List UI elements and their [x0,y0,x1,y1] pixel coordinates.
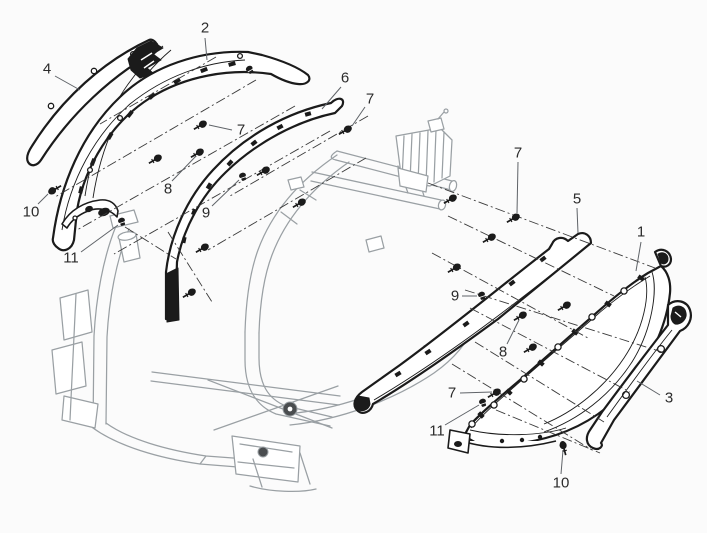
callout-leader-7 [459,391,493,394]
callout-10: 10 [553,475,570,492]
alignment-line [469,307,631,393]
callout-leader-10 [560,449,564,475]
alignment-line [447,215,615,297]
alignment-line [54,79,257,198]
callout-leader-7 [208,124,233,131]
callout-leader-7 [351,106,366,127]
callout-leader-8 [171,155,197,182]
alignment-line [207,157,367,251]
screw-icon [555,299,573,314]
screw-icon [558,439,570,457]
part-1-side-cover-panel [447,248,673,454]
callout-9: 9 [202,205,210,222]
callout-6: 6 [341,70,349,87]
alignment-line [76,105,296,231]
callout-8: 8 [499,344,507,361]
panel-bottom-band [461,440,557,449]
screw-icon [336,123,354,138]
callout-leader-11 [80,224,119,253]
grommet-icon [477,397,488,408]
callout-leader-7 [516,161,519,214]
down-tube [92,225,117,429]
alignment-line [451,363,593,451]
callout-leader-1 [635,241,642,272]
seat-tube [244,154,338,333]
callout-9: 9 [451,288,459,305]
screw-icon [46,182,64,197]
callout-5: 5 [573,191,581,208]
right-cover-parts [353,232,692,454]
callout-leader-8 [506,319,520,345]
part-6-inner-strip [164,97,345,323]
callout-3: 3 [665,390,673,407]
lower-hook-bracket [61,199,119,229]
callout-leader-6 [321,86,342,110]
engine-mount [231,435,301,483]
callout-leader-9 [211,179,240,207]
callout-11: 11 [63,250,79,267]
callout-7: 7 [514,145,522,162]
callout-leader-11 [444,404,480,426]
callout-1: 1 [637,224,645,241]
alignment-line [431,252,589,339]
tube-end-cap [448,179,458,193]
alignment-line [124,226,177,260]
callout-11: 11 [429,423,445,440]
alignment-line [474,341,605,423]
left-cover-parts [26,38,345,323]
screw-icon [445,261,463,276]
alignment-line [167,231,213,303]
screw-icon [191,118,209,133]
callout-4: 4 [43,61,51,78]
alignment-line [99,56,217,125]
callout-leader-10 [37,193,49,205]
screw-icon [193,241,211,256]
screw-icon [511,309,529,324]
callout-leader-5 [576,207,579,234]
floor-rail [92,427,289,472]
alignment-line [495,409,601,454]
callout-7: 7 [366,91,374,108]
alignment-line [113,130,331,255]
screw-icon [480,231,498,246]
screw-icon [146,152,164,167]
screw-icon [254,164,272,179]
screw-icon [180,286,198,301]
callout-7: 7 [448,385,456,402]
grommet-icon [237,171,248,182]
callout-leader-3 [636,380,661,396]
part-3-rear-trim-strip [585,300,692,451]
screw-icon [521,341,539,356]
screw-icon [188,146,206,161]
alignment-lines [54,56,663,454]
callout-7: 7 [237,122,245,139]
callout-10: 10 [23,204,40,221]
alignment-line [427,182,656,269]
part-2-side-spoiler [51,50,311,252]
alignment-line [464,289,663,353]
callout-2: 2 [201,20,209,37]
scooter-frame [51,108,477,492]
callout-leader-2 [204,37,208,61]
callout-leader-4 [54,75,81,91]
part-5-trim-strip [353,232,593,414]
callout-8: 8 [164,181,172,198]
